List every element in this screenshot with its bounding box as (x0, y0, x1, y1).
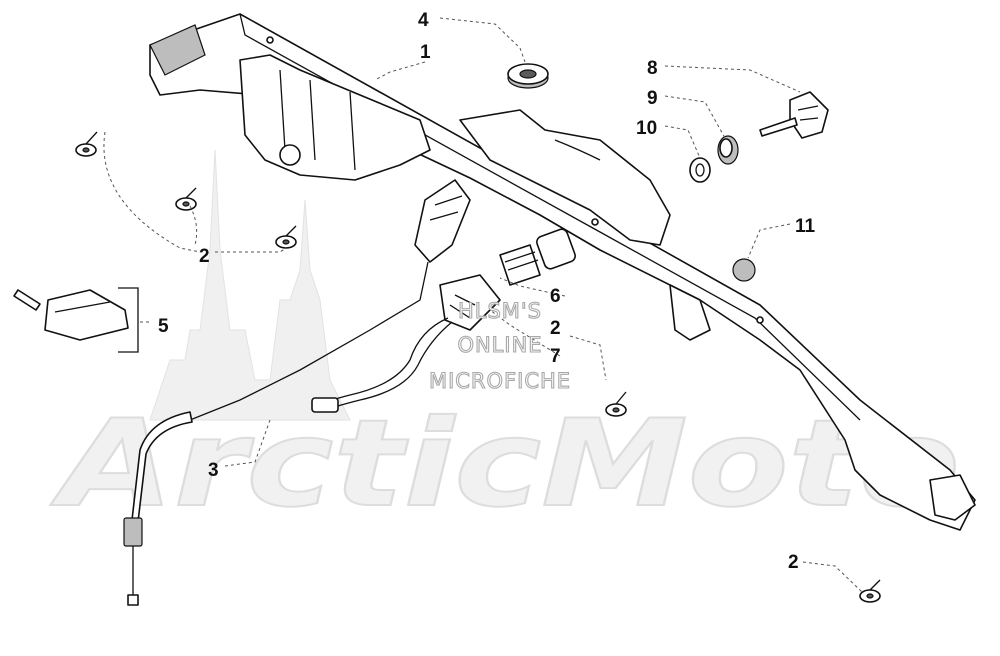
mounting-bracket (13, 287, 139, 353)
handlebar-cover (149, 13, 976, 531)
callout-6: 6 (550, 286, 561, 307)
lock-washer (689, 157, 711, 183)
callout-2-center: 2 (550, 318, 561, 339)
callout-9: 9 (647, 88, 658, 109)
screw (605, 391, 627, 417)
callout-7: 7 (550, 346, 561, 367)
screws (75, 131, 881, 603)
ignition-switch (311, 228, 576, 413)
screw (175, 187, 197, 211)
plug (732, 258, 756, 282)
callout-numbers: 1 4 8 9 10 11 2 5 6 2 7 3 2 (158, 10, 816, 573)
leader-lines (103, 17, 863, 593)
throttle-case-and-cable (123, 179, 471, 606)
ignition-key (759, 91, 829, 139)
screw (275, 225, 297, 249)
screw (859, 579, 881, 603)
callout-5: 5 (158, 316, 169, 337)
callout-8: 8 (647, 58, 658, 79)
callout-1: 1 (420, 42, 431, 63)
watermark: ArcticMoto (49, 149, 961, 535)
watermark-line3: MICROFICHE (429, 369, 571, 393)
callout-11: 11 (795, 216, 816, 237)
key-nut (717, 135, 739, 165)
callout-4: 4 (418, 10, 429, 31)
screw (75, 131, 98, 157)
callout-2-left: 2 (199, 246, 210, 267)
callout-3: 3 (208, 460, 219, 481)
grommet (507, 63, 549, 89)
watermark-overlay: HLSM'S ONLINE MICROFICHE (428, 298, 571, 393)
callout-2-right: 2 (788, 552, 799, 573)
watermark-line2: ONLINE (457, 333, 542, 357)
callout-10: 10 (636, 118, 657, 139)
watermark-line1: HLSM'S (458, 299, 542, 323)
watermark-city-skyline (149, 149, 351, 421)
